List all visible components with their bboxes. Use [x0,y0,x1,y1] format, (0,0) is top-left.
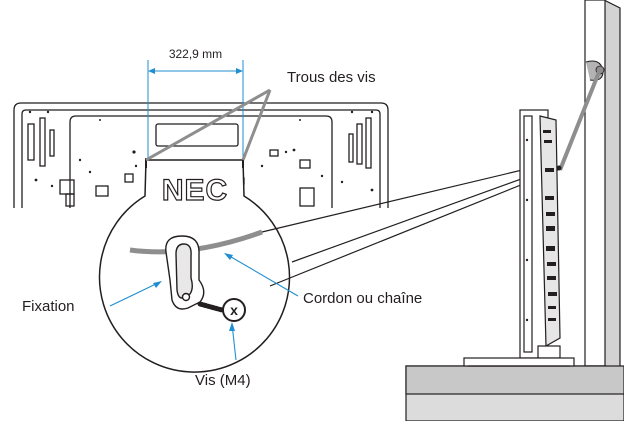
screw-hole-pointers [145,88,272,162]
cord-to-wall [558,71,601,171]
wall [584,0,621,375]
dimension-label: 322,9 mm [169,47,222,61]
callout-arrowheads [153,253,235,331]
screw-label: Vis (M4) [195,372,251,389]
clamp-icon [165,235,205,310]
fixation-label: Fixation [22,298,75,315]
perspective-lines [261,161,559,287]
dimension-indicator: 322,9 mm [147,47,244,158]
screw-holes-label: Trous des vis [287,69,376,86]
cord-label: Cordon ou chaîne [303,290,422,307]
screw-icon: x [197,298,246,322]
monitor-side-view [463,109,575,367]
nec-logo: NEC [162,174,228,207]
screw-head-mark: x [230,302,238,318]
monitor-back-dots [28,110,374,192]
side-view-ports [525,130,557,322]
floor [405,365,624,422]
